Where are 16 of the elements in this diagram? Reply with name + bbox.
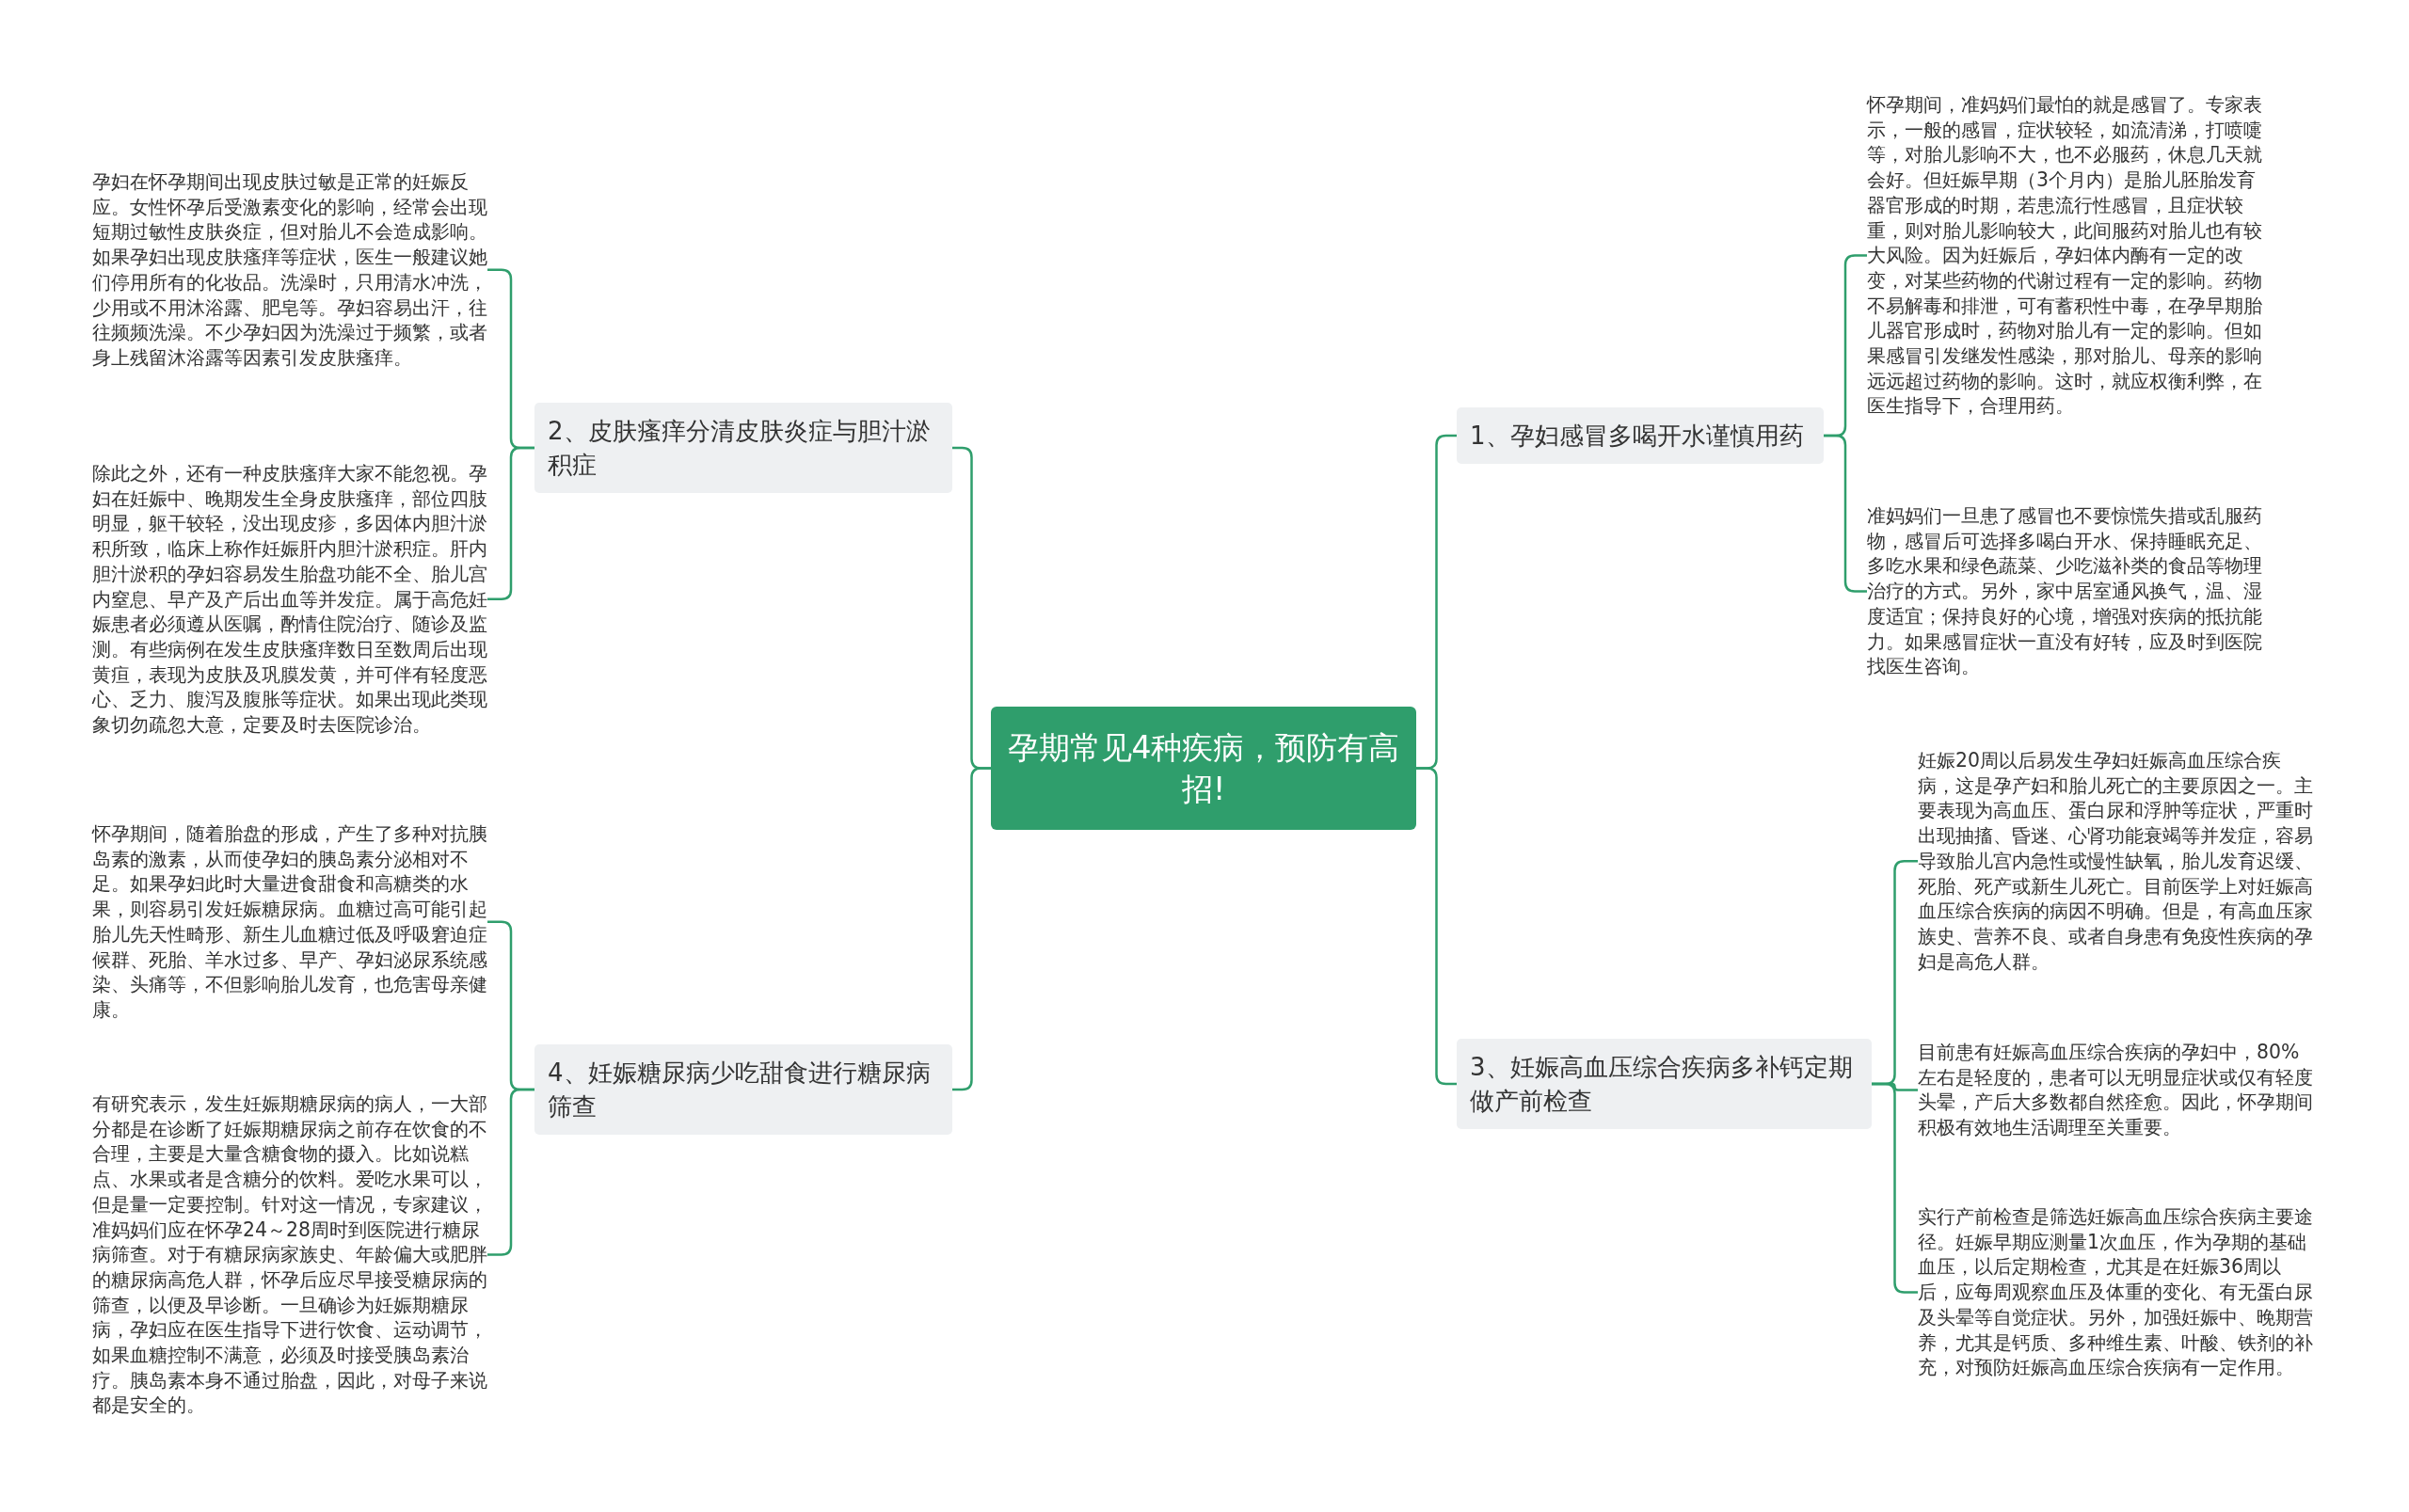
note-text: 怀孕期间，随着胎盘的形成，产生了多种对抗胰岛素的激素，从而使孕妇的胰岛素分泌相对不足。如果孕妇此时大量进食甜食和高糖类的水果，则容易引发妊娠糖尿病。血糖过高可能引起胎儿先天性畸形、新生儿血糖过低及呼吸窘迫症候群、死胎、羊水过多、早产、孕妇泌尿系统感染、头痛等，不但影响胎儿发育，也危害母亲健康。: [92, 821, 487, 1023]
note-text: 怀孕期间，准妈妈们最怕的就是感冒了。专家表示，一般的感冒，症状较轻，如流清涕，打喷嚏等，对胎儿影响不大，也不必服药，休息几天就会好。但妊娠早期（3个月内）是胎儿胚胎发育器官形成的时期，若患流行性感冒，且症状较重，则对胎儿影响较大，此间服药对胎儿也有较大风险。因为妊娠后，孕妇体内酶有一定的改变，对某些药物的代谢过程有一定的影响。药物不易解毒和排泄，可有蓄积性中毒，在孕早期胎儿器官形成时，药物对胎儿有一定的影响。但如果感冒引发继发性感染，那对胎儿、母亲的影响远远超过药物的影响。这时，就应权衡利弊，在医生指导下，合理用药。: [1867, 92, 2262, 420]
topic-box: 1、孕妇感冒多喝开水谨慎用药: [1457, 407, 1824, 464]
topic-box: 2、皮肤瘙痒分清皮肤炎症与胆汁淤积症: [534, 403, 952, 493]
central-topic-box: 孕期常见4种疾病，预防有高招!: [991, 707, 1416, 830]
note-text: 目前患有妊娠高血压综合疾病的孕妇中，80%左右是轻度的，患者可以无明显症状或仅有轻度头晕，产后大多数都自然痊愈。因此，怀孕期间积极有效地生活调理至关重要。: [1918, 1040, 2313, 1140]
note-text: 孕妇在怀孕期间出现皮肤过敏是正常的妊娠反应。女性怀孕后受激素变化的影响，经常会出现短期过敏性皮肤炎症，但对胎儿不会造成影响。如果孕妇出现皮肤瘙痒等症状，医生一般建议她们停用所有的化妆品。洗澡时，只用清水冲洗，少用或不用沐浴露、肥皂等。孕妇容易出汗，往往频频洗澡。不少孕妇因为洗澡过于频繁，或者身上残留沐浴露等因素引发皮肤瘙痒。: [92, 169, 487, 371]
note-text: 实行产前检查是筛选妊娠高血压综合疾病主要途径。妊娠早期应测量1次血压，作为孕期的基础血压，以后定期检查，尤其是在妊娠36周以后，应每周观察血压及体重的变化、有无蛋白尿及头晕等自觉症状。另外，加强妊娠中、晚期营养，尤其是钙质、多种维生素、叶酸、铁剂的补充，对预防妊娠高血压综合疾病有一定作用。: [1918, 1204, 2313, 1380]
note-text: 有研究表示，发生妊娠期糖尿病的病人，一大部分都是在诊断了妊娠期糖尿病之前存在饮食的不合理，主要是大量含糖食物的摄入。比如说糕点、水果或者是含糖分的饮料。爱吃水果可以，但是量一定要控制。针对这一情况，专家建议，准妈妈们应在怀孕24～28周时到医院进行糖尿病筛查。对于有糖尿病家族史、年龄偏大或肥胖的糖尿病高危人群，怀孕后应尽早接受糖尿病的筛查，以便及早诊断。一旦确诊为妊娠期糖尿病，孕妇应在医生指导下进行饮食、运动调节，如果血糖控制不满意，必须及时接受胰岛素治疗。胰岛素本身不通过胎盘，因此，对母子来说都是安全的。: [92, 1091, 487, 1419]
note-text: 除此之外，还有一种皮肤瘙痒大家不能忽视。孕妇在妊娠中、晚期发生全身皮肤瘙痒，部位四肢明显，躯干较轻，没出现皮疹，多因体内胆汁淤积所致，临床上称作妊娠肝内胆汁淤积症。肝内胆汁淤积的孕妇容易发生胎盘功能不全、胎儿宫内窒息、早产及产后出血等并发症。属于高危妊娠患者必须遵从医嘱，酌情住院治疗、随诊及监测。有些病例在发生皮肤瘙痒数日至数周后出现黄疸，表现为皮肤及巩膜发黄，并可伴有轻度恶心、乏力、腹泻及腹胀等症状。如果出现此类现象切勿疏忽大意，定要及时去医院诊治。: [92, 461, 487, 738]
topic-box: 3、妊娠高血压综合疾病多补钙定期做产前检查: [1457, 1039, 1872, 1129]
note-text: 准妈妈们一旦患了感冒也不要惊慌失措或乱服药物，感冒后可选择多喝白开水、保持睡眠充足、多吃水果和绿色蔬菜、少吃滋补类的食品等物理治疗的方式。另外，家中居室通风换气，温、湿度适宜；保持良好的心境，增强对疾病的抵抗能力。如果感冒症状一直没有好转，应及时到医院找医生咨询。: [1867, 503, 2262, 679]
note-text: 妊娠20周以后易发生孕妇妊娠高血压综合疾病，这是孕产妇和胎儿死亡的主要原因之一。主要表现为高血压、蛋白尿和浮肿等症状，严重时出现抽搐、昏迷、心肾功能衰竭等并发症，容易导致胎儿宫内急性或慢性缺氧，胎儿发育迟缓、死胎、死产或新生儿死亡。目前医学上对妊娠高血压综合疾病的病因不明确。但是，有高血压家族史、营养不良、或者自身患有免疫性疾病的孕妇是高危人群。: [1918, 748, 2313, 975]
connector-line: [1416, 767, 1457, 1086]
connector-line: [952, 767, 991, 1091]
topic-box: 4、妊娠糖尿病少吃甜食进行糖尿病筛查: [534, 1044, 952, 1135]
